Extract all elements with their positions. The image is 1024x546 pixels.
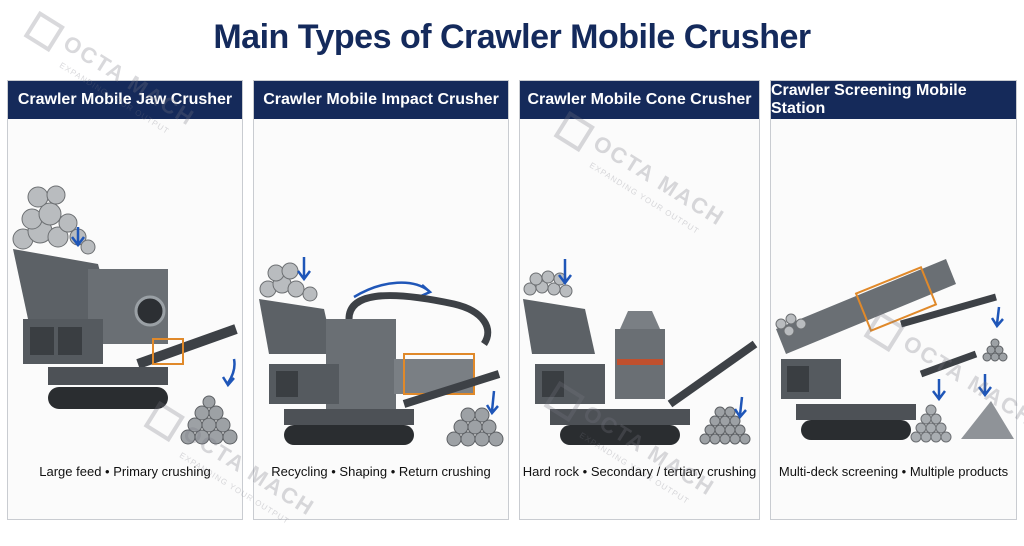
card-header: Crawler Mobile Jaw Crusher (8, 81, 242, 119)
card-jaw-crusher: Crawler Mobile Jaw Crusher Large feed • … (7, 80, 243, 520)
down-arrow-icon (71, 227, 85, 248)
feed-rocks (12, 185, 96, 255)
card-caption: Hard rock • Secondary / tertiary crushin… (522, 464, 757, 479)
down-arrow-icon (932, 379, 946, 402)
cone-crusher-illustration (523, 259, 758, 445)
impact-crusher-illustration (259, 257, 504, 447)
card-screening-station: Crawler Screening Mobile Station Multi-d… (770, 80, 1017, 520)
card-caption: Recycling • Shaping • Return crushing (271, 464, 491, 479)
jaw-crusher-illustration (12, 185, 238, 445)
card-caption: Large feed • Primary crushing (39, 464, 211, 479)
down-arrow-icon (558, 259, 572, 286)
down-arrow-icon (733, 396, 747, 420)
down-arrow-icon (297, 257, 311, 282)
card-cone-crusher: Crawler Mobile Cone Crusher Hard rock • … (519, 80, 760, 520)
card-impact-crusher: Crawler Mobile Impact Crusher Recycling … (253, 80, 509, 520)
card-header: Crawler Mobile Impact Crusher (254, 81, 508, 119)
screening-station-illustration (775, 259, 1014, 443)
down-arrow-icon (978, 374, 992, 398)
down-arrow-icon (485, 390, 499, 416)
return-arrow-icon (353, 281, 433, 299)
down-arrow-icon (221, 358, 236, 388)
card-header: Crawler Screening Mobile Station (771, 81, 1016, 119)
page-title: Main Types of Crawler Mobile Crusher (213, 18, 811, 56)
card-header: Crawler Mobile Cone Crusher (520, 81, 759, 119)
card-caption: Multi-deck screening • Multiple products (778, 464, 1009, 479)
down-arrow-icon (990, 306, 1004, 329)
